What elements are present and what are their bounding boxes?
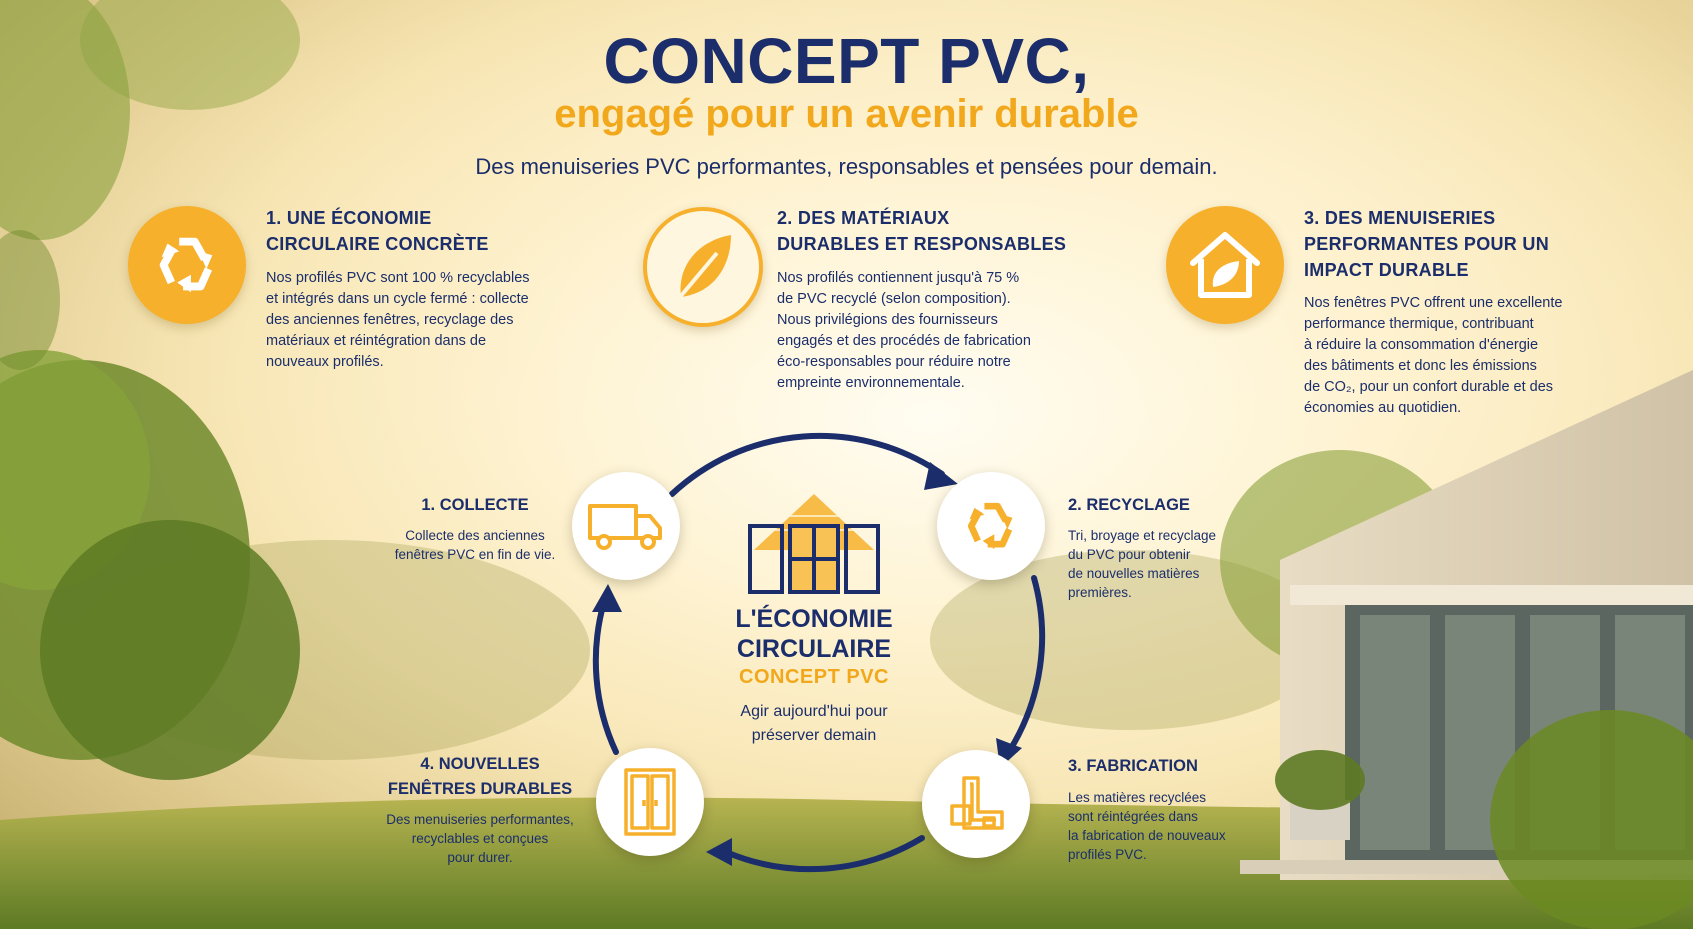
- window-profile-icon: [950, 776, 1004, 830]
- pillar-2-text-line: éco-responsables pour réduire notre: [777, 354, 1011, 370]
- pillar-1-icon-badge: [128, 206, 246, 324]
- pillar-1-text-line: des anciennes fenêtres, recyclage des: [266, 312, 514, 328]
- step-3-text-line: profilés PVC.: [1068, 847, 1147, 862]
- pillar-3-title-line-1: 3. DES MENUISERIES: [1304, 208, 1496, 228]
- pillar-1-title-line-1: 1. UNE ÉCONOMIE: [266, 208, 432, 228]
- step-3-title: 3. FABRICATION: [1068, 757, 1198, 775]
- eco-house-icon: [1190, 232, 1260, 298]
- cycle-center-motto: Agir aujourd'hui pour préserver demain: [708, 700, 920, 748]
- pillar-3-title-line-2: PERFORMANTES POUR UN: [1304, 234, 1550, 254]
- window-icon: [624, 768, 676, 836]
- pillar-2-text-line: Nos profilés contiennent jusqu'à 75 %: [777, 270, 1020, 286]
- pillar-2-text-line: Nous privilégions des fournisseurs: [777, 312, 998, 328]
- step-3-text: Les matières recyclées sont réintégrées …: [1068, 788, 1226, 864]
- step-1-text-line: Collecte des anciennes: [405, 528, 545, 543]
- cycle-center-title-line: CIRCULAIRE: [736, 635, 892, 663]
- pillar-1-text-line: et intégrés dans un cycle fermé : collec…: [266, 291, 529, 307]
- step-4-text-line: recyclables et conçues: [411, 831, 549, 846]
- step-4-title-line-2: FENÊTRES DURABLES: [387, 780, 573, 798]
- arrowhead-icon: [924, 462, 958, 490]
- cycle-center-motto-line: Agir aujourd'hui pour: [740, 703, 888, 720]
- page-subtitle: engagé pour un avenir durable: [554, 92, 1139, 136]
- pillar-3-text-line: Nos fenêtres PVC offrent une excellente: [1304, 295, 1563, 311]
- page-title: CONCEPT PVC,: [603, 25, 1090, 97]
- step-4-text-line: Des menuiseries performantes,: [386, 812, 574, 827]
- arrowhead-icon: [706, 838, 732, 866]
- step-4-title-line-1: 4. NOUVELLES: [420, 755, 540, 773]
- step-4-text-line: pour durer.: [447, 850, 513, 865]
- pillar-2-text: Nos profilés contiennent jusqu'à 75 % de…: [777, 268, 1031, 394]
- pillar-3-text-line: de CO₂, pour un confort durable et des: [1304, 379, 1554, 395]
- step-2-text-line: premières.: [1068, 585, 1132, 600]
- cycle-arrow-nouvelles-to-collecte: [592, 599, 619, 755]
- pillar-1-text-line: Nos profilés PVC sont 100 % recyclables: [266, 270, 530, 286]
- cycle-arrow-collecte-to-recyclage: [669, 432, 945, 497]
- step-2-text-line: du PVC pour obtenir: [1068, 547, 1191, 562]
- step-2-badge: [937, 472, 1045, 580]
- step-3-text-line: sont réintégrées dans: [1068, 809, 1198, 824]
- pillar-1-title-line-2: CIRCULAIRE CONCRÈTE: [266, 234, 489, 254]
- pillar-2-text-line: empreinte environnementale.: [777, 375, 965, 391]
- step-3-text-line: Les matières recyclées: [1068, 790, 1207, 805]
- pillar-3-icon-badge: [1166, 206, 1284, 324]
- step-1-text-line: fenêtres PVC en fin de vie.: [394, 547, 556, 562]
- pillar-2-text-line: engagés et des procédés de fabrication: [777, 333, 1031, 349]
- leaf-icon: [673, 235, 731, 305]
- pillar-3-text-line: à réduire la consommation d'énergie: [1304, 337, 1539, 353]
- step-4-badge: [596, 748, 704, 856]
- page-tagline: Des menuiseries PVC performantes, respon…: [475, 154, 1218, 179]
- recycle-icon: [159, 237, 213, 293]
- step-4-text: Des menuiseries performantes, recyclable…: [360, 810, 600, 867]
- cycle-center-title-line: L'ÉCONOMIE: [735, 605, 893, 633]
- cycle-center-subtitle: CONCEPT PVC: [739, 666, 889, 688]
- pillar-1-text-line: matériaux et réintégration dans de: [266, 333, 487, 349]
- pillar-2-title-line-1: 2. DES MATÉRIAUX: [777, 208, 950, 228]
- step-1-title: 1. COLLECTE: [421, 496, 529, 514]
- windows-emblem-icon: [748, 494, 880, 594]
- pillar-3-text: Nos fenêtres PVC offrent une excellente …: [1304, 293, 1562, 419]
- pillar-1-text-line: nouveaux profilés.: [266, 354, 384, 370]
- step-2-title: 2. RECYCLAGE: [1068, 496, 1190, 514]
- pillar-3-text-line: performance thermique, contribuant: [1304, 316, 1534, 332]
- step-3-badge: [922, 750, 1030, 858]
- truck-icon: [588, 504, 662, 550]
- step-2-text: Tri, broyage et recyclage du PVC pour ob…: [1068, 526, 1216, 602]
- cycle-center-motto-line: préserver demain: [751, 727, 877, 744]
- pillar-3-text-line: économies au quotidien.: [1304, 400, 1462, 416]
- pillar-3-text-line: des bâtiments et donc les émissions: [1304, 358, 1537, 374]
- pillar-2-text-line: de PVC recyclé (selon composition).: [777, 291, 1011, 307]
- step-2-text-line: de nouvelles matières: [1068, 566, 1200, 581]
- pillar-3-title-line-3: IMPACT DURABLE: [1304, 260, 1469, 280]
- step-1-badge: [572, 472, 680, 580]
- step-3-text-line: la fabrication de nouveaux: [1068, 828, 1226, 843]
- step-2-text-line: Tri, broyage et recyclage: [1068, 528, 1217, 543]
- recycle-icon: [967, 502, 1013, 550]
- step-1-text: Collecte des anciennes fenêtres PVC en f…: [360, 526, 590, 564]
- pillar-2-title-line-2: DURABLES ET RESPONSABLES: [777, 234, 1067, 254]
- cycle-center-title: L'ÉCONOMIE CIRCULAIRE: [708, 604, 920, 664]
- arrowhead-icon: [592, 584, 622, 612]
- cycle-arrow-fabrication-to-nouvelles: [723, 835, 925, 873]
- pillar-1-text: Nos profilés PVC sont 100 % recyclables …: [266, 268, 530, 373]
- pillar-2-icon-badge: [643, 207, 763, 327]
- cycle-arrow-recyclage-to-fabrication: [1007, 575, 1046, 753]
